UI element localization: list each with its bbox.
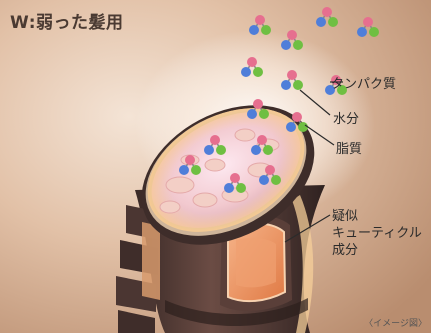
molecule <box>249 15 271 35</box>
molecule-group <box>179 7 379 193</box>
diagram-title: W:弱った髪用 <box>10 13 124 33</box>
molecule <box>204 135 226 155</box>
label-lipid: 脂質 <box>336 142 363 157</box>
molecule <box>251 135 273 155</box>
molecule <box>316 7 338 27</box>
leader-water <box>299 89 331 116</box>
leader-lipid <box>304 124 335 146</box>
label-protein: タンパク質 <box>331 77 397 92</box>
label-pseudo-cuticle-line1: 疑似 <box>332 209 359 224</box>
molecule <box>241 57 263 77</box>
label-pseudo-cuticle-line2: キューティクル <box>332 226 422 241</box>
molecule <box>357 17 379 37</box>
image-note: 〈イメージ図〉 <box>364 319 427 329</box>
label-pseudo-cuticle-line3: 成分 <box>332 243 359 258</box>
label-water: 水分 <box>333 112 360 127</box>
leader-lines <box>284 81 343 243</box>
molecule <box>281 70 303 90</box>
leader-pseudo <box>284 214 331 243</box>
molecule <box>259 165 281 185</box>
label-pseudo-cuticle: 疑似 キューティクル 成分 <box>332 208 422 259</box>
molecule <box>247 99 269 119</box>
molecule <box>286 112 308 132</box>
molecule <box>224 173 246 193</box>
molecule <box>179 155 201 175</box>
molecule <box>281 30 303 50</box>
